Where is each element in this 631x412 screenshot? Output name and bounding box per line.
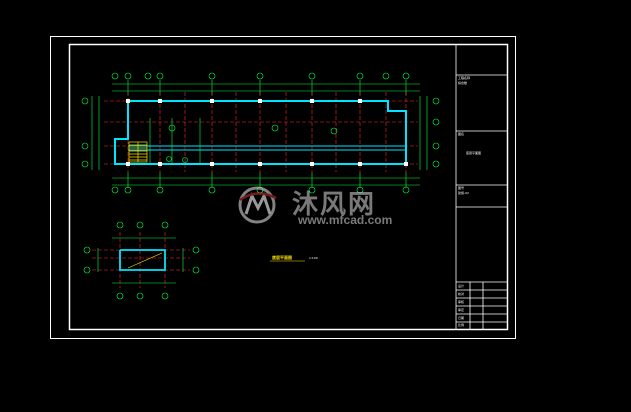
main-plan-dimensions <box>91 80 428 188</box>
title-block-row: 校对 <box>458 292 465 296</box>
sheet-inner-frame <box>68 43 509 331</box>
plan-title: 底层平面图 <box>272 255 292 260</box>
watermark-text: 沐风网 <box>292 190 377 220</box>
watermark-url: www.mfcad.com <box>298 213 393 227</box>
title-block-row: 比例 <box>458 323 465 327</box>
title-block-row: 审核 <box>458 300 465 304</box>
title-block-number-label: 图号 <box>458 186 465 190</box>
title-block-project-value: 综合楼 <box>458 81 468 85</box>
main-plan-walls <box>114 100 407 165</box>
title-block-row: 审定 <box>458 308 465 312</box>
small-plan-dimensions <box>97 237 184 284</box>
small-plan-axis-lines <box>92 232 190 288</box>
main-plan-axis-bubbles <box>81 72 440 194</box>
main-plan-room-markers <box>166 124 338 163</box>
main-plan-axis-lines <box>104 92 418 172</box>
mf-logo-icon <box>238 186 277 224</box>
title-block-project-label: 工程名称 <box>458 76 471 80</box>
small-plan-axis-bubbles <box>83 221 200 300</box>
title-block-number-value: 建施-02 <box>458 191 469 195</box>
title-block-row: 日期 <box>458 316 465 320</box>
small-plan-diagonal <box>127 252 163 269</box>
small-floor-plan <box>83 221 200 300</box>
title-block-drawing-value: 底层平面图 <box>466 151 482 155</box>
title-block-row: 设计 <box>458 284 465 288</box>
main-plan-stair <box>128 141 148 163</box>
title-block-drawing-label: 图名 <box>458 132 465 136</box>
main-plan-columns <box>126 99 408 166</box>
sheet-outer-frame <box>50 36 516 339</box>
small-plan-walls <box>119 249 166 271</box>
plan-scale: 1:100 <box>309 256 318 260</box>
title-block <box>455 44 508 330</box>
main-floor-plan <box>81 72 440 194</box>
